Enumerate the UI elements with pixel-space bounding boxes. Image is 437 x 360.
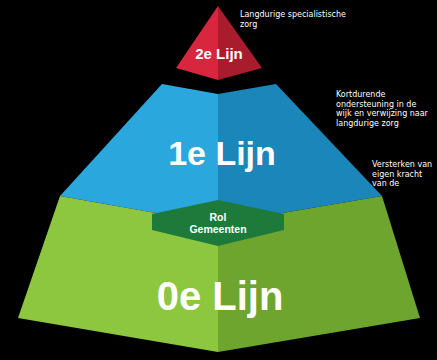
layer-label: Rol Gemeenten [185, 211, 251, 235]
description-text: Langdurige specialistische zorg [240, 10, 360, 29]
layer-label: 1e Lijn [60, 136, 384, 170]
layer-face [152, 200, 284, 246]
role-banner: Rol Gemeenten [152, 200, 284, 246]
description-text: Versterken van eigen kracht van de [372, 160, 434, 189]
layer-label: 0e Lijn [18, 276, 422, 316]
description-text: Kortdurende ondersteuning in de wijk en … [336, 90, 434, 128]
pyramid-layer: 0e Lijn Rol Gemeenten [18, 196, 422, 354]
layer-face [176, 6, 218, 80]
layer-label: 2e Lijn [176, 46, 262, 61]
